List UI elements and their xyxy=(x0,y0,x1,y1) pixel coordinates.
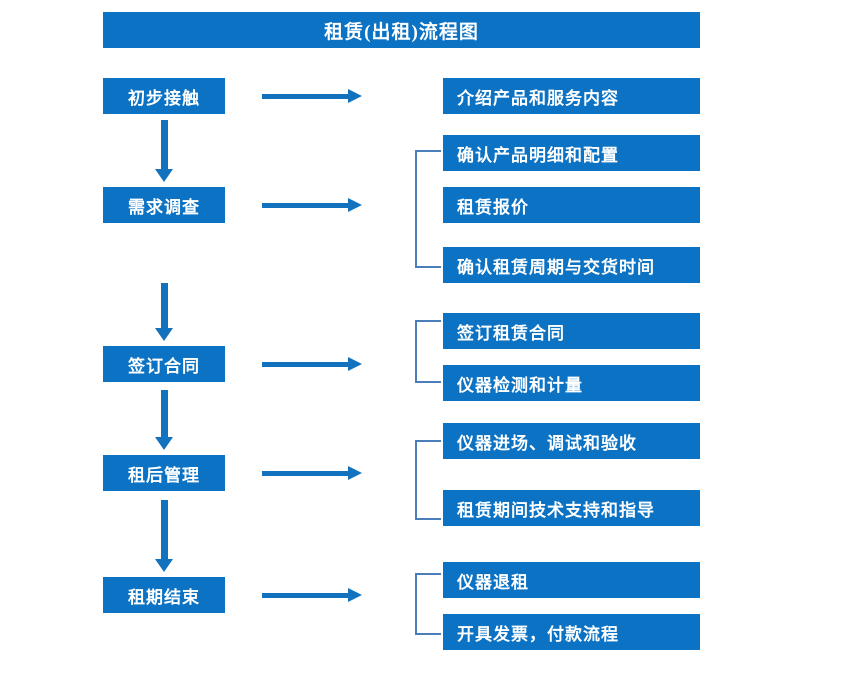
arrow-head xyxy=(348,198,362,212)
arrow-shaft xyxy=(161,500,168,560)
arrow-head xyxy=(348,89,362,103)
arrow-shaft xyxy=(161,390,168,438)
detail-box-2-3[interactable]: 确认租赁周期与交货时间 xyxy=(443,247,700,283)
arrow-down-icon-1 xyxy=(155,120,173,182)
detail-box-3-2[interactable]: 仪器检测和计量 xyxy=(443,365,700,401)
detail-box-5-1[interactable]: 仪器退租 xyxy=(443,562,700,598)
stage-box-5[interactable]: 租期结束 xyxy=(103,577,225,613)
arrow-right-icon-3 xyxy=(262,357,362,371)
arrow-right-icon-4 xyxy=(262,466,362,480)
arrow-down-icon-2 xyxy=(155,283,173,341)
stage-box-1[interactable]: 初步接触 xyxy=(103,78,225,114)
detail-box-2-1[interactable]: 确认产品明细和配置 xyxy=(443,135,700,171)
group-bracket-icon-5 xyxy=(415,573,441,635)
detail-box-5-2[interactable]: 开具发票，付款流程 xyxy=(443,614,700,650)
detail-box-1-1[interactable]: 介绍产品和服务内容 xyxy=(443,78,700,114)
stage-box-4[interactable]: 租后管理 xyxy=(103,455,225,491)
arrow-head xyxy=(155,328,173,341)
arrow-shaft xyxy=(262,362,350,367)
arrow-right-icon-2 xyxy=(262,198,362,212)
arrow-head xyxy=(155,169,173,182)
arrow-head xyxy=(348,357,362,371)
group-bracket-icon-3 xyxy=(415,320,441,383)
arrow-head xyxy=(155,559,173,572)
arrow-head xyxy=(348,588,362,602)
arrow-shaft xyxy=(262,471,350,476)
arrow-shaft xyxy=(161,283,168,329)
detail-box-2-2[interactable]: 租赁报价 xyxy=(443,187,700,223)
detail-box-3-1[interactable]: 签订租赁合同 xyxy=(443,313,700,349)
arrow-right-icon-5 xyxy=(262,588,362,602)
arrow-shaft xyxy=(161,120,168,170)
arrow-head xyxy=(348,466,362,480)
arrow-down-icon-4 xyxy=(155,500,173,572)
detail-box-4-1[interactable]: 仪器进场、调试和验收 xyxy=(443,423,700,459)
group-bracket-icon-4 xyxy=(415,440,441,520)
arrow-shaft xyxy=(262,593,350,598)
arrow-shaft xyxy=(262,203,350,208)
stage-box-2[interactable]: 需求调查 xyxy=(103,187,225,223)
arrow-down-icon-3 xyxy=(155,390,173,450)
flowchart-title: 租赁(出租)流程图 xyxy=(103,12,700,48)
group-bracket-icon-2 xyxy=(415,150,441,268)
arrow-head xyxy=(155,437,173,450)
arrow-shaft xyxy=(262,94,350,99)
detail-box-4-2[interactable]: 租赁期间技术支持和指导 xyxy=(443,490,700,526)
stage-box-3[interactable]: 签订合同 xyxy=(103,346,225,382)
arrow-right-icon-1 xyxy=(262,89,362,103)
